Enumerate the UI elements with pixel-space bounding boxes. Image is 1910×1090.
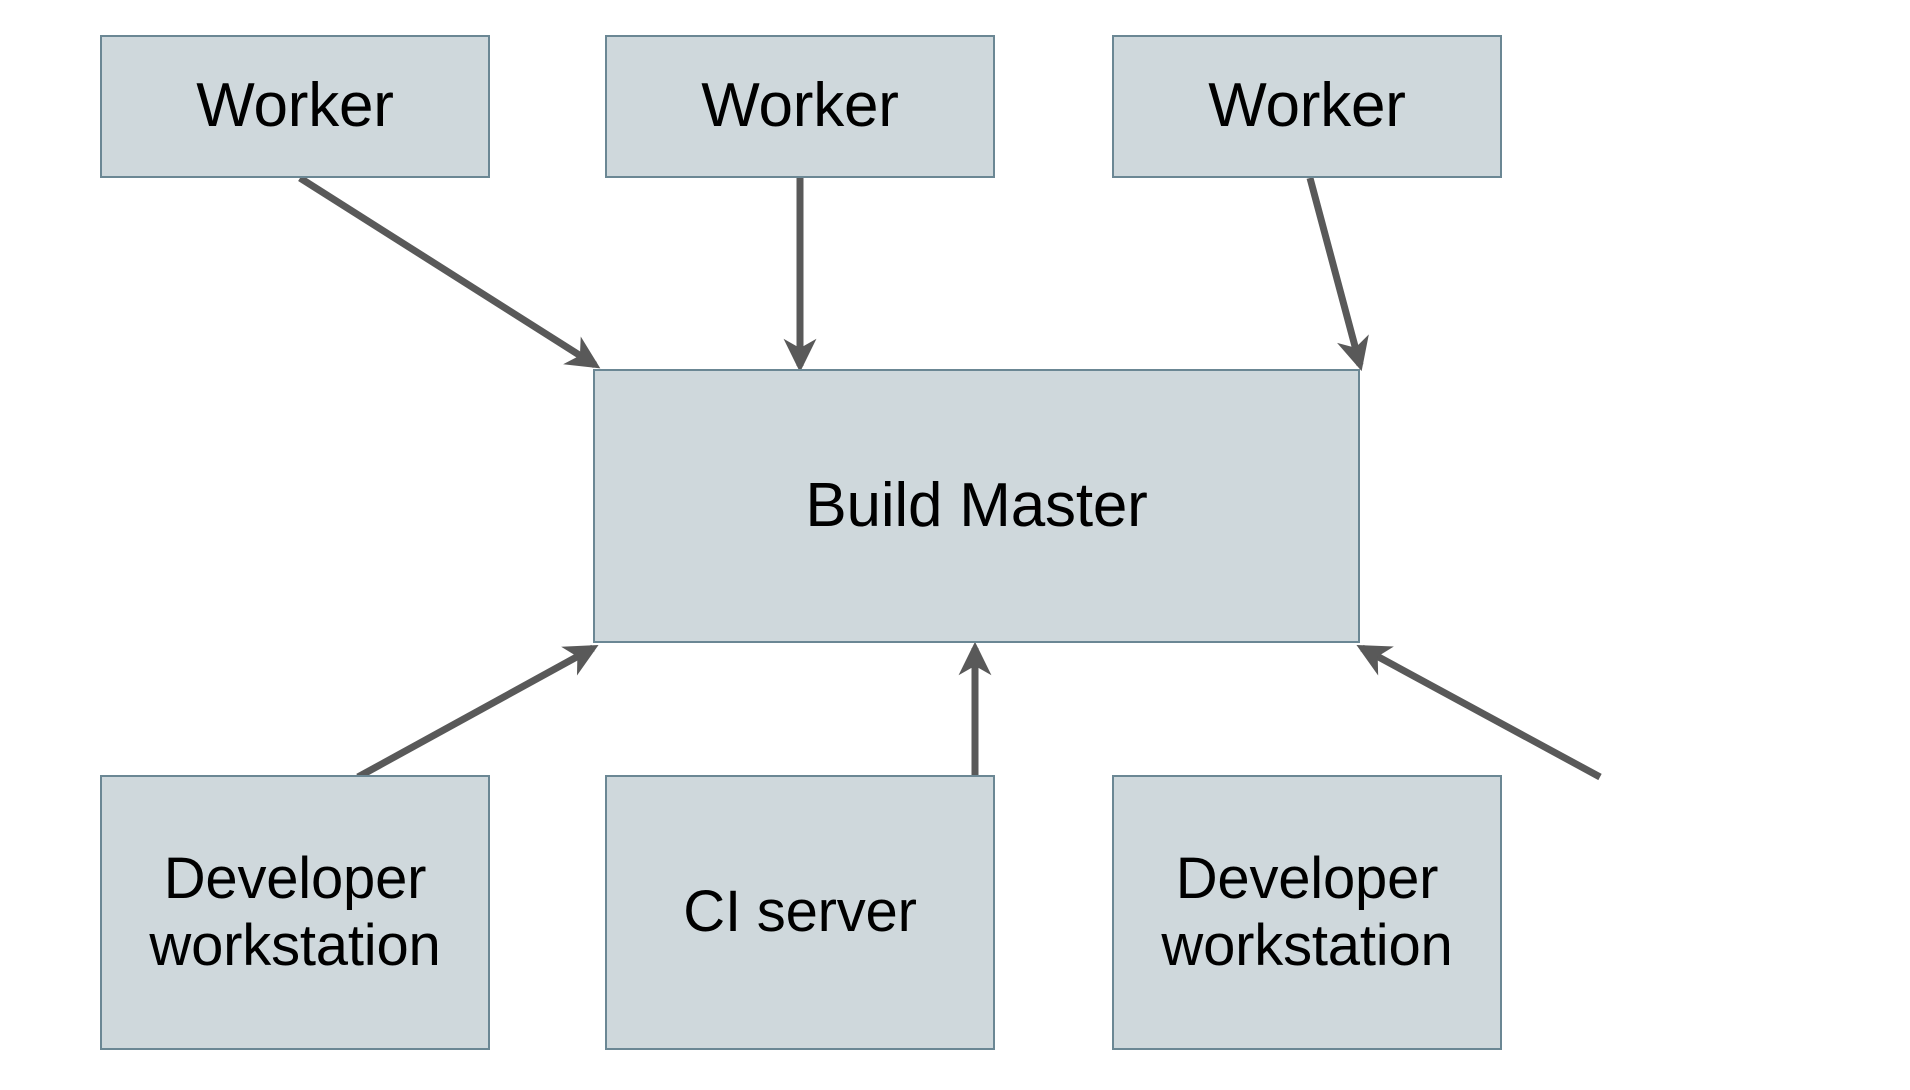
node-worker-2[interactable]: Worker [605,35,995,178]
edge-developer-workstation-2-to-build-master [1356,644,1602,781]
edge-worker-1-to-build-master [298,175,601,369]
node-label-worker-3: Worker [1208,71,1406,141]
edge-developer-workstation-1-to-build-master [356,644,599,781]
node-worker-1[interactable]: Worker [100,35,490,178]
node-build-master[interactable]: Build Master [593,369,1360,643]
node-developer-workstation-2[interactable]: Developer workstation [1112,775,1502,1050]
edges-group [298,175,1602,781]
edge-worker-3-to-build-master [1306,177,1369,372]
node-label-developer-workstation-2: Developer workstation [1161,846,1453,978]
node-label-worker-2: Worker [701,71,899,141]
node-label-build-master: Build Master [805,470,1148,540]
node-label-ci-server: CI server [683,879,917,945]
node-developer-workstation-1[interactable]: Developer workstation [100,775,490,1050]
node-label-worker-1: Worker [196,71,394,141]
node-ci-server[interactable]: CI server [605,775,995,1050]
node-label-developer-workstation-1: Developer workstation [149,846,441,978]
node-worker-3[interactable]: Worker [1112,35,1502,178]
